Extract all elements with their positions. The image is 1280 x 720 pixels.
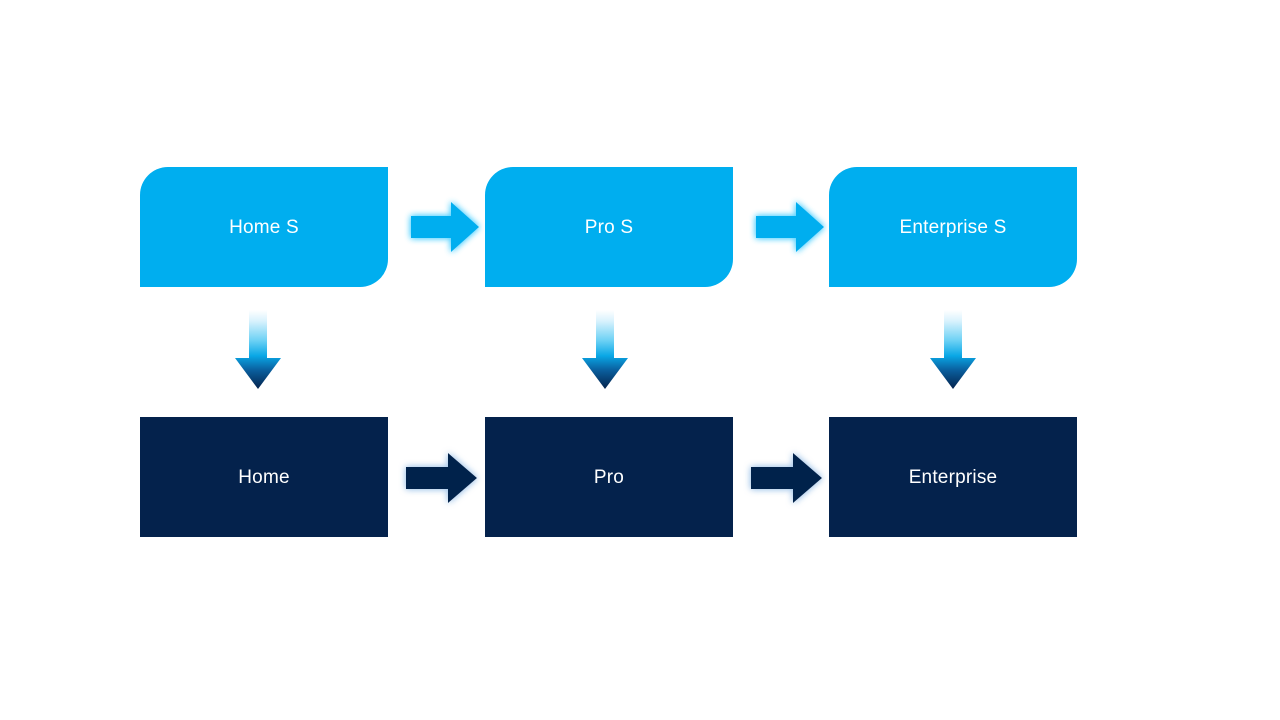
node-home-s-label: Home S bbox=[229, 216, 299, 238]
arrow-right-home-to-pro-icon bbox=[400, 447, 482, 509]
arrow-right-home-s-to-pro-s-icon bbox=[405, 196, 485, 258]
node-pro-s-label: Pro S bbox=[584, 216, 634, 238]
node-home-s[interactable]: Home S bbox=[140, 167, 388, 287]
node-enterprise-label: Enterprise bbox=[908, 466, 998, 488]
node-home[interactable]: Home bbox=[140, 417, 388, 537]
node-enterprise-s[interactable]: Enterprise S bbox=[829, 167, 1077, 287]
node-pro[interactable]: Pro bbox=[485, 417, 733, 537]
node-enterprise[interactable]: Enterprise bbox=[829, 417, 1077, 537]
arrow-down-enterprise-s-to-enterprise-icon bbox=[923, 310, 983, 392]
arrow-down-pro-s-to-pro-icon bbox=[575, 310, 635, 392]
arrow-right-pro-to-enterprise-icon bbox=[745, 447, 827, 509]
node-home-label: Home bbox=[238, 466, 290, 488]
node-pro-s[interactable]: Pro S bbox=[485, 167, 733, 287]
arrow-right-pro-s-to-enterprise-s-icon bbox=[750, 196, 830, 258]
arrow-down-home-s-to-home-icon bbox=[228, 310, 288, 392]
node-enterprise-s-label: Enterprise S bbox=[899, 216, 1007, 238]
node-pro-label: Pro bbox=[593, 466, 625, 488]
